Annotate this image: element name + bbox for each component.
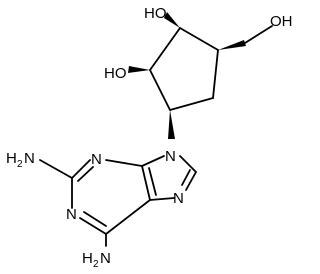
bond-c2-nh2 xyxy=(39,159,73,179)
amino-bottom-n: N xyxy=(100,250,111,267)
wedge-bond-oh-left xyxy=(128,66,150,73)
bond-n3-c2 xyxy=(71,159,91,179)
chemical-structure-diagram: HO HO OH N N N N H 2 N H 2 N xyxy=(6,5,293,270)
amino-group-left: H 2 N xyxy=(6,150,35,170)
bond-ring-c1-c2 xyxy=(179,27,219,51)
wedge-bond-c-n9 xyxy=(168,110,175,139)
amino-group-bottom: H 2 N xyxy=(82,250,111,270)
amino-bottom-subscript: 2 xyxy=(93,259,99,270)
atom-n3-label: N xyxy=(91,151,102,168)
atom-n9-label: N xyxy=(165,148,176,165)
bond-c6-c5 xyxy=(105,199,151,235)
amino-left-h: H xyxy=(6,150,17,167)
bond-c8-n7 xyxy=(185,171,197,191)
bond-ring-c4-c5 xyxy=(149,69,171,111)
amino-left-n: N xyxy=(24,150,35,167)
bond-ch2-oh xyxy=(244,25,273,44)
bond-c5-c4 xyxy=(141,165,151,201)
hydroxyl-label-top: HO xyxy=(144,5,167,22)
bond-n7-c5 xyxy=(149,197,175,201)
bond-n3-c2-double xyxy=(77,166,94,182)
bond-c4-n9 xyxy=(141,155,165,167)
bond-n1-c6 xyxy=(79,217,107,235)
bond-n9-c8 xyxy=(179,155,197,173)
amino-left-subscript: 2 xyxy=(17,159,23,170)
hydroxyl-label-left: HO xyxy=(104,65,127,82)
wedge-bond-oh-top xyxy=(164,12,180,28)
wedge-bond-ch2oh xyxy=(218,40,246,50)
bond-c8-n7-double xyxy=(181,169,191,186)
atom-n1-label: N xyxy=(66,206,77,223)
bond-ring-c5-c1 xyxy=(149,27,181,71)
purine-ring-system xyxy=(39,155,197,247)
bond-ring-c2-c3 xyxy=(212,49,219,99)
atom-n7-label: N xyxy=(173,190,184,207)
bond-ring-c3-c4 xyxy=(169,97,214,111)
bond-n1-c6-double xyxy=(83,211,107,227)
amino-bottom-h: H xyxy=(82,250,93,267)
hydroxyl-label-right: OH xyxy=(270,13,293,30)
cyclopentane-ring xyxy=(149,27,219,111)
bond-c5-c4-double xyxy=(148,167,157,196)
bond-c4-n3 xyxy=(105,159,143,167)
